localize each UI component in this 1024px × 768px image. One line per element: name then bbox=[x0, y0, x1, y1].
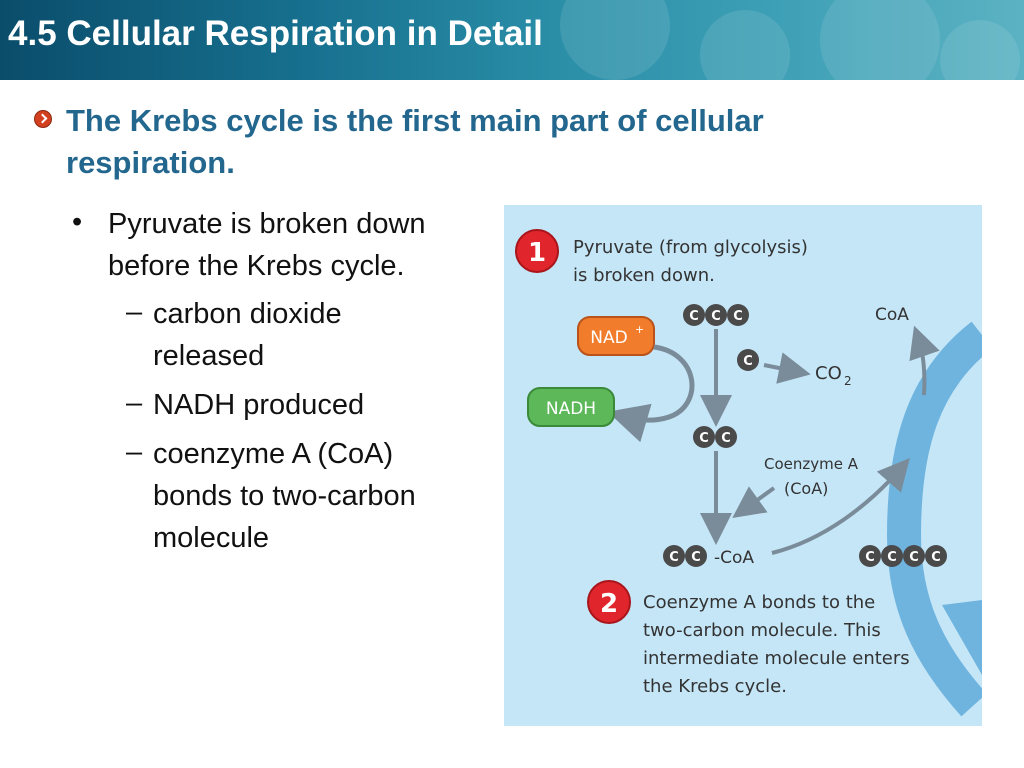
step-1-line-2: is broken down. bbox=[573, 265, 715, 286]
step-2-line-3: intermediate molecule enters bbox=[643, 648, 910, 669]
coa-suffix: -CoA bbox=[714, 548, 754, 568]
dash-icon: – bbox=[126, 436, 143, 468]
cycle-arrowhead-icon bbox=[942, 600, 982, 675]
krebs-cycle-band bbox=[886, 321, 982, 717]
carbon-label: C bbox=[865, 550, 875, 565]
carbon-label: C bbox=[887, 550, 897, 565]
pyruvate-breakdown-diagram: 1 Pyruvate (from glycolysis) is broken d… bbox=[515, 229, 982, 717]
co2-label: CO bbox=[815, 363, 842, 384]
coa-product-label: CoA bbox=[875, 305, 909, 325]
carbon-atom bbox=[693, 426, 715, 448]
dash-icon: – bbox=[126, 387, 143, 419]
header-texture bbox=[940, 20, 1020, 80]
header-texture bbox=[700, 10, 790, 80]
step-1-number: 1 bbox=[528, 238, 546, 268]
title-bar: 4.5 Cellular Respiration in Detail bbox=[0, 0, 1024, 80]
nad-plus-box bbox=[577, 316, 655, 356]
carbon-label: C bbox=[699, 431, 709, 446]
carbon-label: C bbox=[689, 309, 699, 324]
sub-bullet-coa: coenzyme A (CoA) bonds to two-carbon mol… bbox=[153, 438, 416, 554]
carbon-atom bbox=[737, 349, 759, 371]
krebs-diagram-panel: 1 Pyruvate (from glycolysis) is broken d… bbox=[504, 205, 982, 726]
carbon-atom bbox=[715, 426, 737, 448]
carbon-label: C bbox=[909, 550, 919, 565]
carbon-atom bbox=[705, 304, 727, 326]
step-2-number: 2 bbox=[600, 589, 618, 619]
slide-title: 4.5 Cellular Respiration in Detail bbox=[8, 14, 543, 53]
carbon-atom bbox=[881, 545, 903, 567]
carbon-label: C bbox=[711, 309, 721, 324]
carbon-atom bbox=[727, 304, 749, 326]
carbon-label: C bbox=[733, 309, 743, 324]
carbon-label: C bbox=[743, 354, 753, 369]
pyruvate-molecule: C C C bbox=[683, 304, 749, 326]
nadh-box bbox=[527, 387, 615, 427]
carbon-label: C bbox=[691, 550, 701, 565]
carbon-label: C bbox=[721, 431, 731, 446]
headline: The Krebs cycle is the first main part o… bbox=[66, 103, 764, 180]
dash-icon: – bbox=[126, 296, 143, 328]
four-carbon-molecule: C C C C bbox=[859, 545, 947, 567]
carbon-atom bbox=[683, 304, 705, 326]
two-carbon-molecule: C C bbox=[693, 426, 737, 448]
acetyl-coa-molecule: C C -CoA bbox=[663, 545, 754, 568]
carbon-atom bbox=[663, 545, 685, 567]
coa-release-arrow bbox=[909, 325, 940, 396]
coenzyme-a-abbrev: (CoA) bbox=[784, 479, 828, 498]
step-2-line-4: the Krebs cycle. bbox=[643, 676, 787, 697]
carbon-atom bbox=[859, 545, 881, 567]
step-2-badge bbox=[587, 580, 631, 624]
carbon-atom bbox=[903, 545, 925, 567]
nad-reduction-arrow bbox=[607, 344, 695, 443]
sub-bullet-co2: carbon dioxide released bbox=[153, 298, 342, 372]
bullet-arrow-icon bbox=[34, 110, 52, 128]
nad-superscript: + bbox=[635, 323, 644, 336]
carbon-atom bbox=[685, 545, 707, 567]
step-1-badge bbox=[515, 229, 559, 273]
step-2-line-1: Coenzyme A bonds to the bbox=[643, 592, 875, 613]
carbon-label: C bbox=[931, 550, 941, 565]
bullet-dot-icon: • bbox=[72, 206, 83, 238]
header-texture bbox=[820, 0, 940, 80]
step-2-line-2: two-carbon molecule. This bbox=[643, 620, 881, 641]
nad-label: NAD bbox=[590, 328, 627, 348]
coenzyme-a-label: Coenzyme A bbox=[764, 455, 859, 473]
co2-release-arrow bbox=[763, 352, 811, 384]
carbon-atom bbox=[925, 545, 947, 567]
step-1-line-1: Pyruvate (from glycolysis) bbox=[573, 237, 808, 258]
main-bullet: Pyruvate is broken down before the Krebs… bbox=[108, 208, 426, 282]
header-texture bbox=[560, 0, 670, 80]
nadh-label: NADH bbox=[546, 399, 596, 419]
coenzyme-join-arrow bbox=[732, 486, 776, 519]
enter-cycle-arrow bbox=[771, 457, 910, 555]
carbon-label: C bbox=[669, 550, 679, 565]
co2-subscript: 2 bbox=[844, 374, 852, 388]
sub-bullet-nadh: NADH produced bbox=[153, 389, 365, 421]
